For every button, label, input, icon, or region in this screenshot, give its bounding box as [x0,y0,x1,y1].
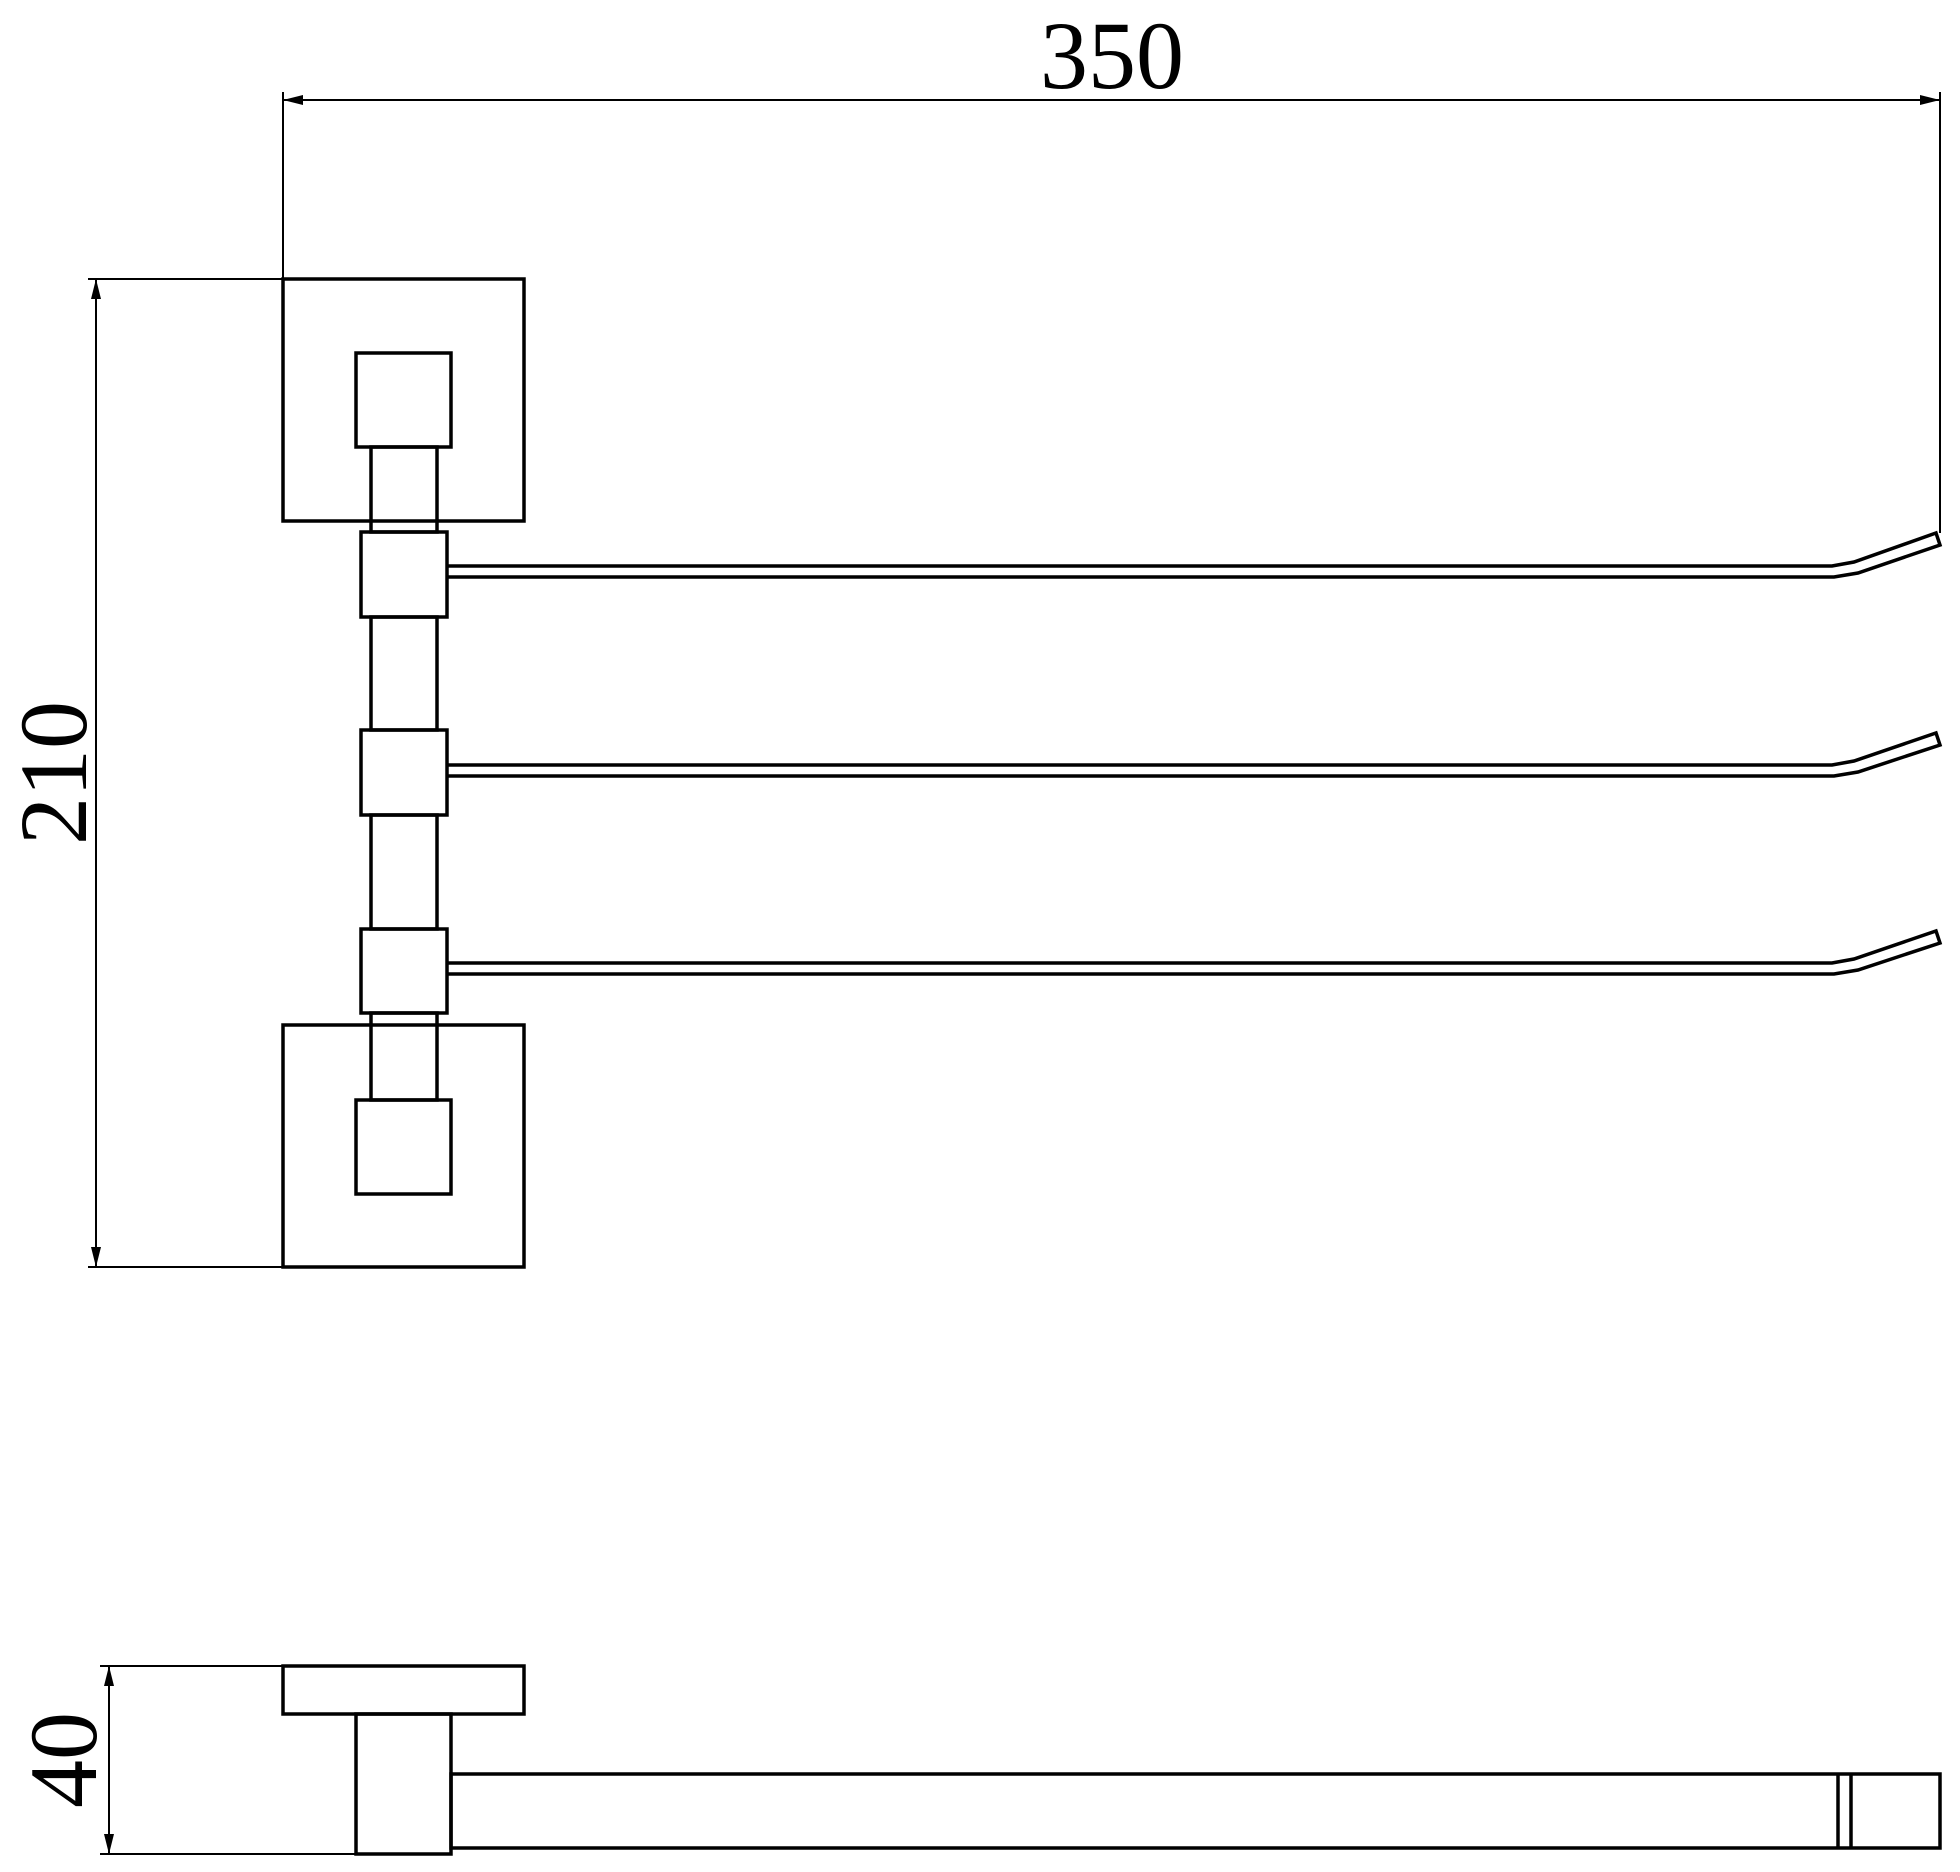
towel-arm-2 [359,728,1943,817]
depth-dimension: 40 [10,1665,356,1855]
height-dimension: 210 [0,278,283,1268]
top-wall-plate [281,277,526,523]
side-view [281,1664,1942,1856]
pivot-post [369,445,439,1102]
towel-arm-1 [359,530,1943,619]
width-dimension-label: 350 [1040,2,1184,109]
height-dimension-label: 210 [0,701,107,845]
side-post [354,1712,453,1856]
towel-arm-3 [359,927,1943,1015]
depth-dimension-label: 40 [10,1712,117,1808]
bottom-wall-plate [281,1023,526,1269]
width-dimension: 350 [282,2,1941,533]
side-arm [449,1772,1942,1850]
front-view [281,277,1943,1269]
side-wall-plate [281,1664,526,1716]
